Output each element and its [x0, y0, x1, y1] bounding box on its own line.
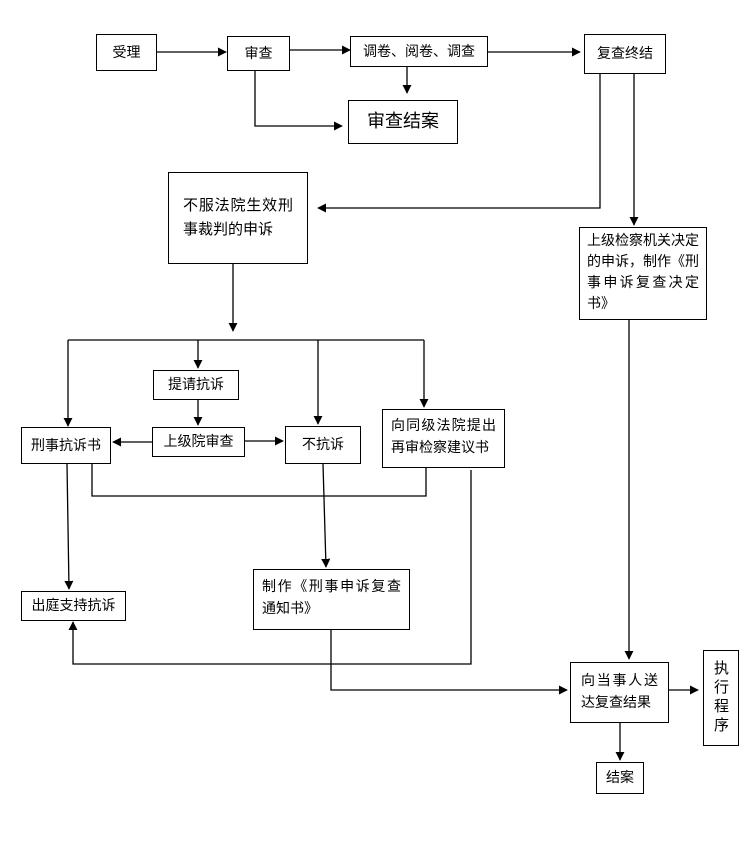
- node-higher-court-review: 上级院审查: [152, 427, 245, 457]
- node-review: 审查: [227, 36, 290, 71]
- edge-notice-deliver: [330, 630, 568, 695]
- node-execution: 执行程序: [703, 650, 739, 746]
- node-investigate: 调卷、阅卷、调查: [350, 36, 488, 67]
- edge-review-close: [254, 71, 343, 131]
- node-no-protest: 不抗诉: [285, 426, 361, 464]
- node-request-protest: 提请抗诉: [153, 370, 239, 400]
- edge-criminal-retrial-link: [91, 464, 427, 497]
- edge-criminal-support: [64, 463, 74, 590]
- node-complaint: 不服法院生效刑事裁判的申诉: [168, 172, 308, 264]
- node-retrial-proposal: 向同级法院提出再审检察建议书: [382, 409, 505, 468]
- node-higher-decision: 上级检察机关决定的申诉，制作《刑事申诉复查决定书》: [579, 227, 707, 320]
- node-make-notice: 制作《刑事申诉复查通知书》: [253, 569, 410, 630]
- node-court-support: 出庭支持抗诉: [21, 591, 126, 621]
- node-deliver-result: 向当事人送达复查结果: [570, 662, 669, 723]
- edge-noprotest-notice: [321, 463, 331, 568]
- node-criminal-protest: 刑事抗诉书: [21, 427, 111, 464]
- node-accept: 受理: [96, 34, 157, 71]
- edge-retrial-support: [68, 470, 472, 665]
- node-review-close: 审查结案: [348, 100, 458, 144]
- edge-recheck-complaint: [317, 74, 601, 213]
- node-close-case: 结案: [596, 762, 644, 794]
- node-recheck-end: 复查终结: [584, 34, 666, 74]
